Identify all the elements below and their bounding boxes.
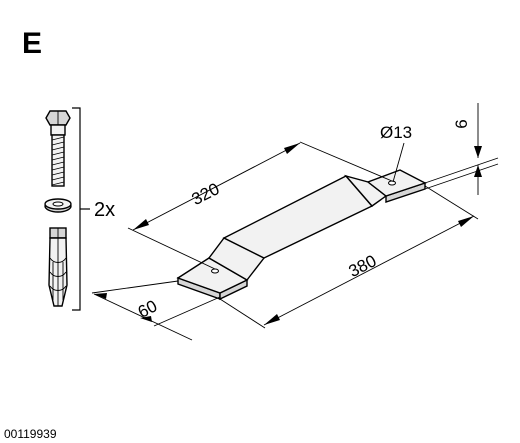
- thickness-label: 6: [452, 119, 471, 128]
- drawing-number: 00119939: [4, 427, 57, 441]
- section-letter: E: [22, 27, 42, 60]
- dimension-thickness: [424, 103, 499, 195]
- expansion-anchor: [48, 227, 68, 307]
- quantity-label: 2x: [94, 199, 115, 221]
- mounting-hole-right: [388, 180, 396, 186]
- washer: [44, 198, 72, 213]
- dimension-380: [219, 185, 479, 329]
- dimension-320: [127, 141, 393, 270]
- hole-diameter-label: Ø13: [380, 123, 412, 142]
- dimension-hole-diameter: [392, 142, 405, 183]
- dimension-60-label: 60: [135, 296, 160, 322]
- mounting-hole-left: [211, 268, 219, 274]
- strap-bracket: [176, 169, 427, 301]
- bracket-strap: [222, 175, 374, 259]
- dimension-320-label: 320: [189, 179, 223, 209]
- bolt-thread: [51, 136, 65, 186]
- bolt: [45, 110, 71, 187]
- quantity-bracket: [72, 107, 90, 311]
- dimension-380-label: 380: [346, 251, 380, 281]
- dimension-60: [91, 280, 221, 341]
